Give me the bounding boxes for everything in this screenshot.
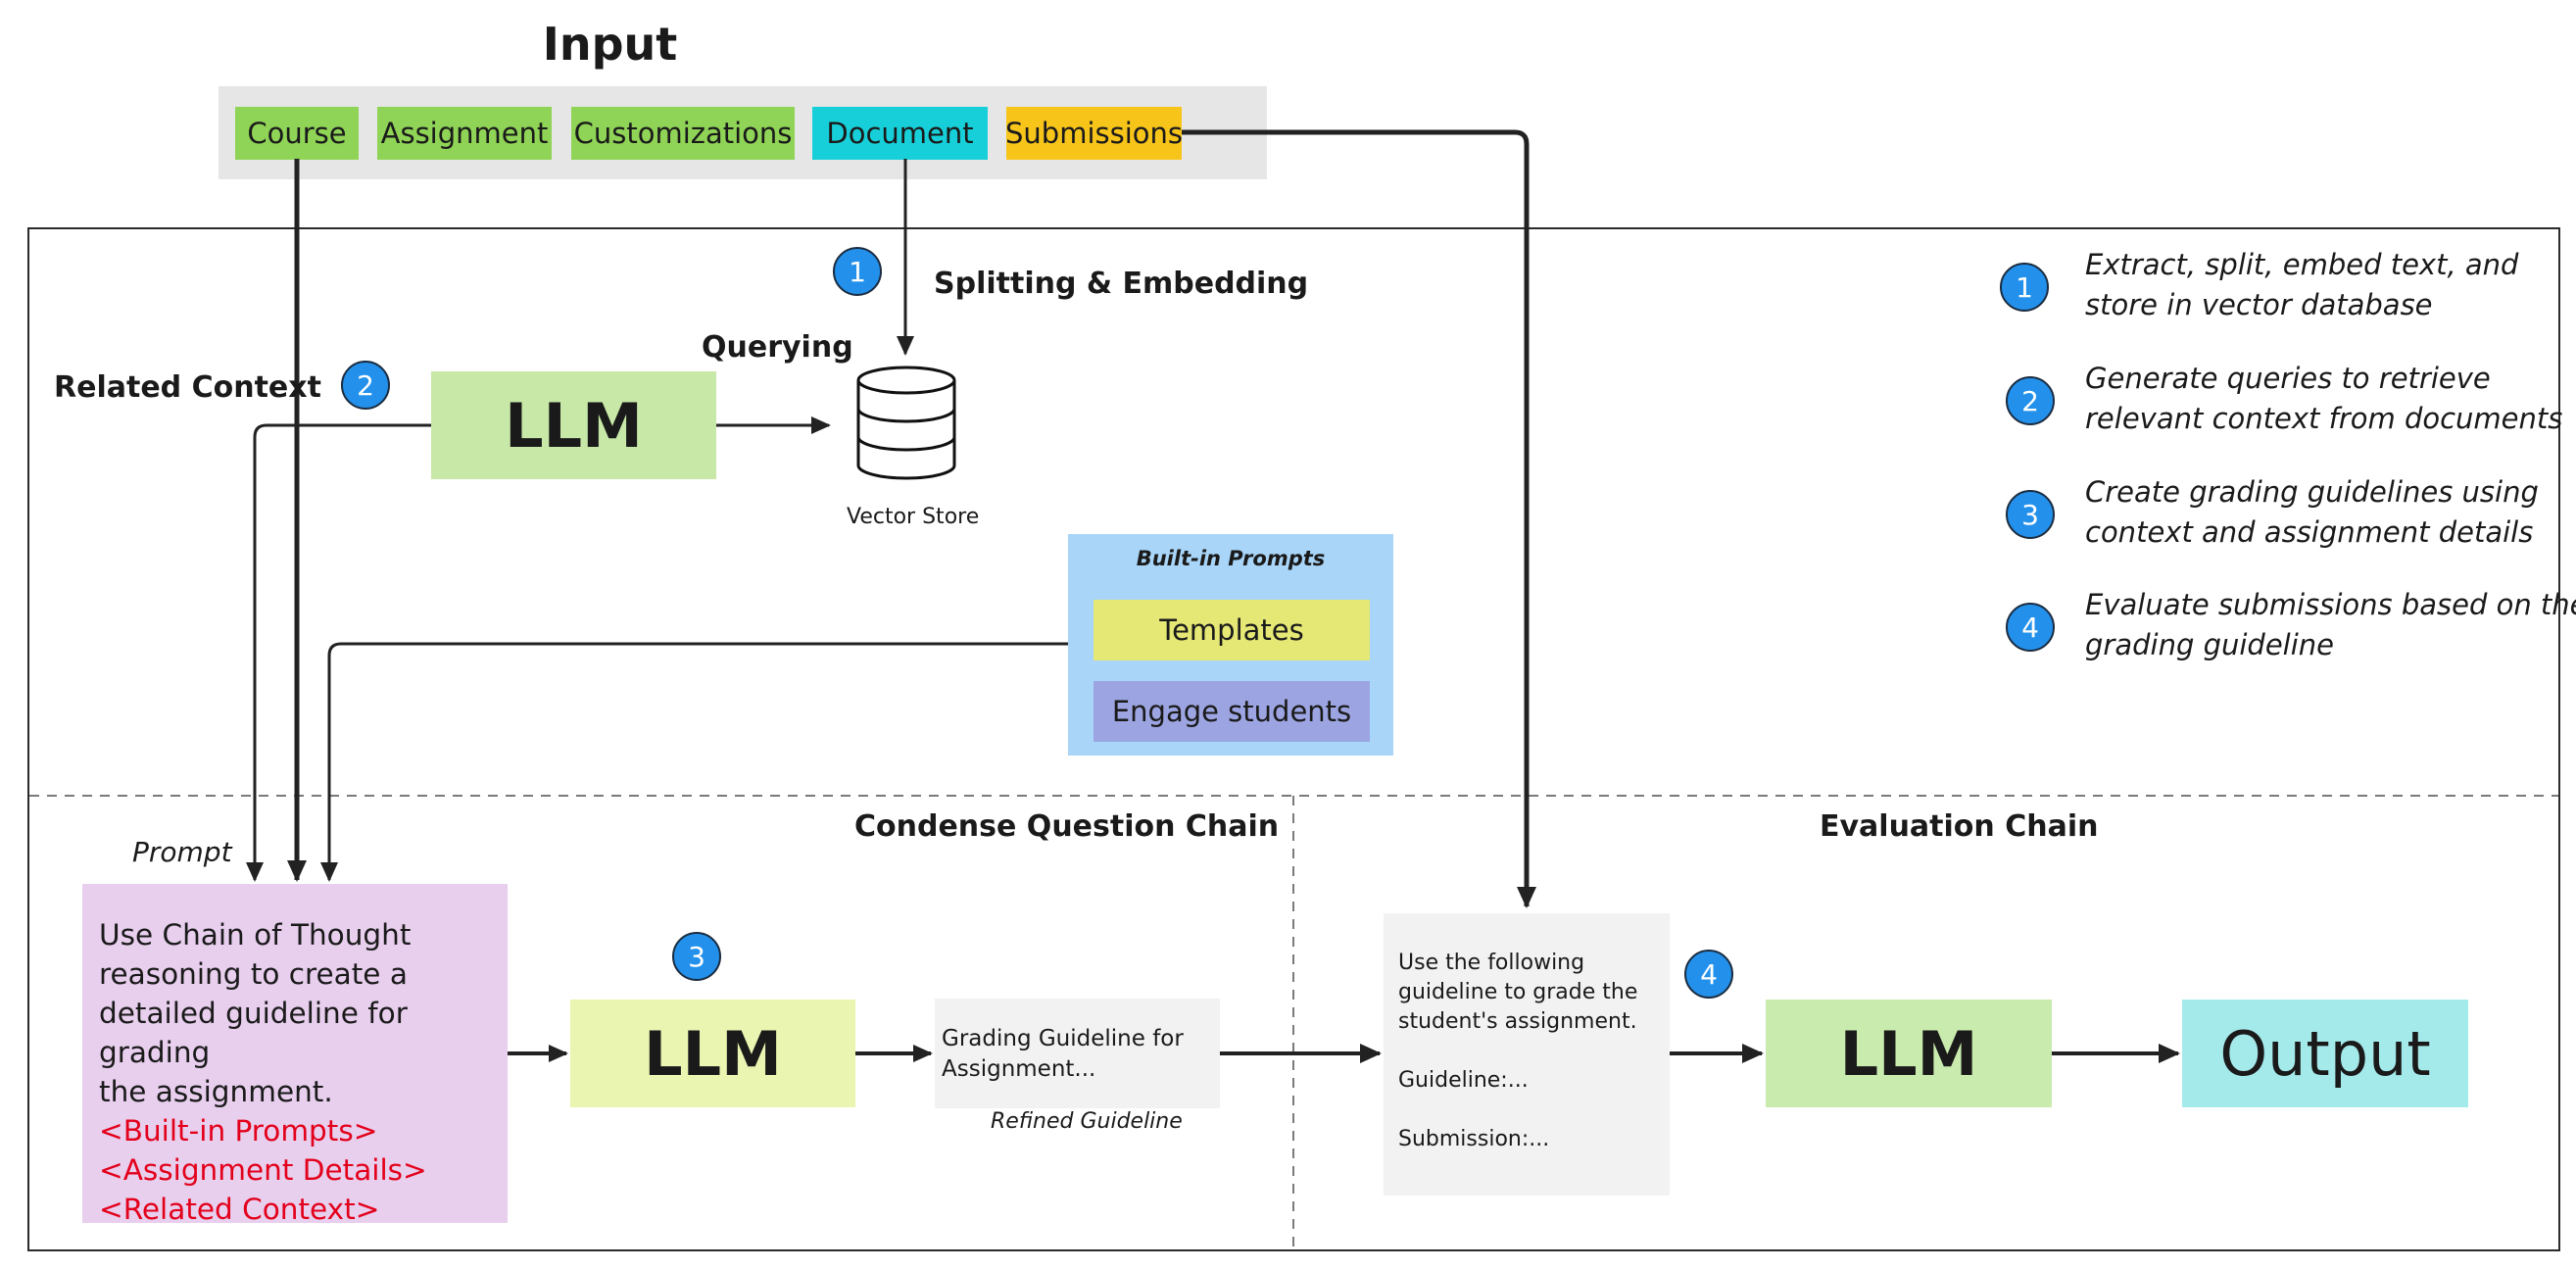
- prompt-line: Use Chain of Thought: [99, 918, 412, 952]
- llm-query-box: LLM: [431, 371, 716, 479]
- prompt-placeholder-builtin: <Built-in Prompts>: [99, 1114, 378, 1148]
- pipeline-frame: [27, 227, 2560, 1251]
- evaluation-prompt-box: Use the following guideline to grade the…: [1384, 913, 1670, 1196]
- evaluation-chain-label: Evaluation Chain: [1820, 809, 2099, 844]
- legend-line: Generate queries to retrieve: [2085, 362, 2491, 395]
- prompt-label: Prompt: [132, 836, 232, 868]
- related-context-arrow: [246, 423, 431, 882]
- submissions-arrow: [1182, 129, 1536, 908]
- step-badge-1: 1: [833, 247, 882, 296]
- input-chip-customizations: Customizations: [571, 107, 795, 160]
- prompt-box: Use Chain of Thought reasoning to create…: [82, 884, 508, 1226]
- guideline-line: Grading Guideline for: [942, 1026, 1184, 1051]
- legend-line: grading guideline: [2085, 628, 2335, 661]
- legend-line: Extract, split, embed text, and: [2085, 248, 2519, 281]
- condense-question-chain-label: Condense Question Chain: [854, 809, 1280, 844]
- refined-guideline-label: Refined Guideline: [991, 1109, 1183, 1134]
- grading-guideline-box: Grading Guideline for Assignment...: [935, 999, 1220, 1108]
- prompt-line: detailed guideline for grading: [99, 997, 408, 1069]
- legend-line: context and assignment details: [2085, 515, 2534, 549]
- legend-line: Evaluate submissions based on the: [2085, 588, 2576, 621]
- legend-line: relevant context from documents: [2085, 402, 2563, 435]
- legend-item-3: Create grading guidelines using context …: [2085, 472, 2539, 553]
- prompt-line: reasoning to create a: [99, 957, 408, 991]
- database-icon: [856, 366, 956, 480]
- legend-badge-2: 2: [2006, 376, 2055, 425]
- legend-badge-1: 1: [2000, 263, 2049, 312]
- prompt-placeholder-context: <Related Context>: [99, 1193, 380, 1226]
- input-chip-assignment: Assignment: [377, 107, 552, 160]
- builtin-prompts-title: Built-in Prompts: [1136, 547, 1326, 570]
- input-chip-document: Document: [812, 107, 988, 160]
- splitting-embedding-label: Splitting & Embedding: [934, 267, 1309, 301]
- legend-item-2: Generate queries to retrieve relevant co…: [2085, 359, 2562, 439]
- legend-badge-3: 3: [2006, 490, 2055, 539]
- llm-condense-box: LLM: [570, 1000, 855, 1107]
- step-badge-4: 4: [1684, 950, 1733, 999]
- eval-line: guideline to grade the: [1398, 980, 1638, 1004]
- step-badge-3: 3: [672, 932, 721, 981]
- templates-box: Templates: [1094, 600, 1370, 660]
- guideline-line: Assignment...: [942, 1056, 1096, 1082]
- eval-line: student's assignment.: [1398, 1009, 1637, 1034]
- input-title: Input: [542, 18, 678, 71]
- legend-badge-4: 4: [2006, 603, 2055, 652]
- legend-line: Create grading guidelines using: [2085, 475, 2539, 509]
- related-context-label: Related Context: [54, 370, 321, 405]
- legend-item-4: Evaluate submissions based on the gradin…: [2085, 585, 2576, 665]
- vector-store-label: Vector Store: [847, 505, 980, 529]
- llm-evaluation-box: LLM: [1766, 1000, 2052, 1107]
- output-box: Output: [2182, 1000, 2468, 1107]
- legend-item-1: Extract, split, embed text, and store in…: [2085, 245, 2518, 325]
- eval-line: Guideline:...: [1398, 1068, 1529, 1093]
- prompt-placeholder-assignment: <Assignment Details>: [99, 1153, 427, 1187]
- prompt-line: the assignment.: [99, 1075, 333, 1108]
- builtin-prompts-arrow: [320, 642, 1068, 882]
- eval-line: Use the following: [1398, 951, 1585, 975]
- input-chip-course: Course: [235, 107, 359, 160]
- engage-students-box: Engage students: [1094, 681, 1370, 742]
- querying-label: Querying: [702, 330, 853, 365]
- input-chip-submissions: Submissions: [1005, 107, 1183, 160]
- step-badge-2: 2: [341, 361, 390, 410]
- eval-line: Submission:...: [1398, 1127, 1550, 1151]
- legend-line: store in vector database: [2085, 288, 2433, 321]
